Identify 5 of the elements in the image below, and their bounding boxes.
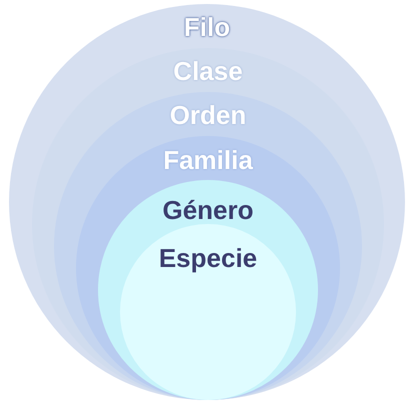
rank-label: Orden <box>170 100 246 130</box>
rank-label: Familia <box>163 145 253 175</box>
rank-label: Género <box>162 195 254 225</box>
rank-label: Filo <box>184 12 230 42</box>
rank-label: Especie <box>158 243 258 273</box>
